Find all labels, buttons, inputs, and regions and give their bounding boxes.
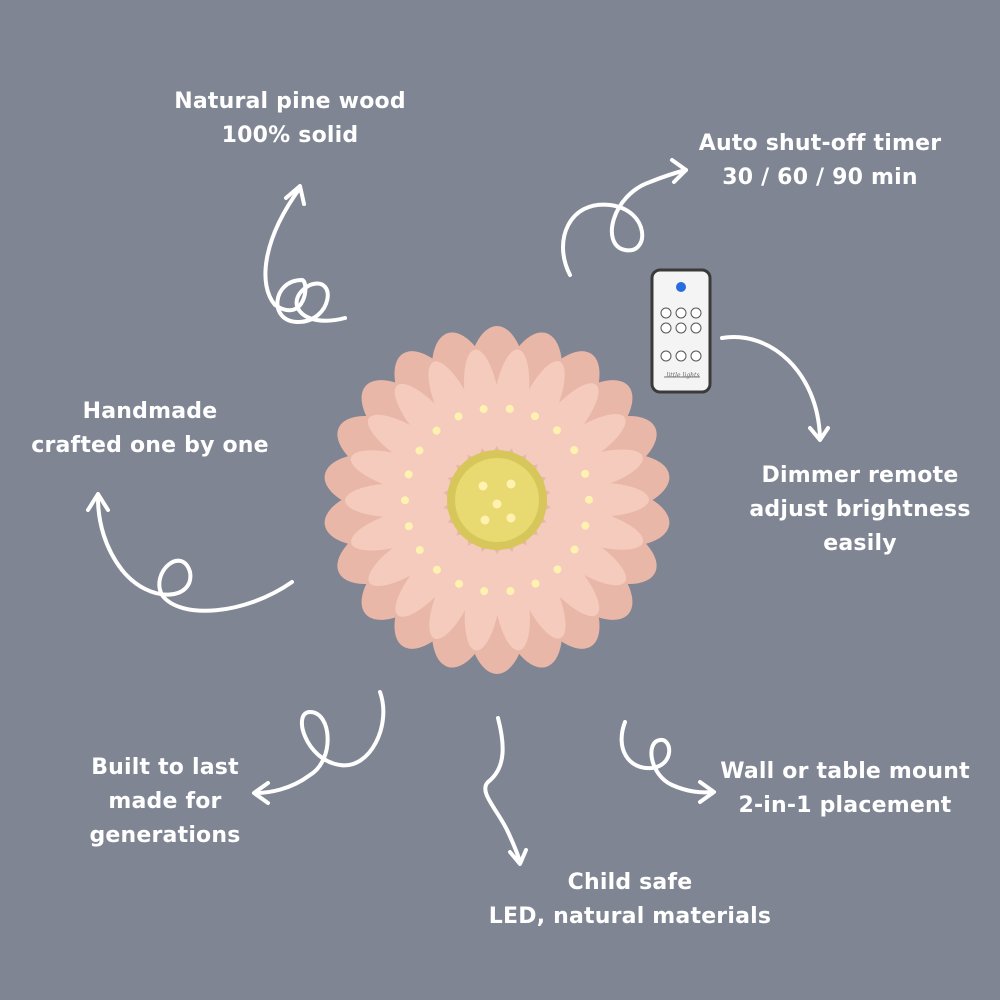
led-bulb bbox=[505, 404, 514, 413]
power-icon bbox=[676, 282, 686, 292]
petal-groove bbox=[429, 543, 483, 639]
led-bulb bbox=[581, 469, 590, 478]
led-bulb bbox=[432, 426, 441, 435]
petal-groove bbox=[512, 543, 566, 639]
feature-wood-line1: Natural pine wood bbox=[174, 89, 406, 114]
curly-arrow-icon bbox=[263, 184, 347, 324]
petal-groove bbox=[493, 547, 530, 651]
petal-groove bbox=[511, 361, 565, 457]
petal-groove bbox=[350, 450, 452, 494]
curly-arrow-icon bbox=[619, 720, 716, 804]
led-bulb bbox=[480, 515, 490, 525]
curly-arrow-icon bbox=[561, 158, 688, 277]
led-bulb bbox=[454, 412, 463, 421]
led-bulb bbox=[531, 579, 540, 588]
petal-groove bbox=[542, 506, 644, 550]
petal-groove bbox=[536, 522, 627, 586]
feature-timer-line1: Auto shut-off timer bbox=[698, 131, 942, 156]
feature-built-line3: generations bbox=[89, 823, 241, 848]
petal-groove bbox=[351, 506, 452, 551]
petal-groove bbox=[368, 522, 458, 586]
petal-groove bbox=[428, 361, 482, 457]
led-bulb bbox=[404, 522, 413, 531]
daisy-lamp-product bbox=[324, 326, 670, 674]
feature-safe-line1: Child safe bbox=[567, 870, 693, 895]
led-bulb bbox=[415, 446, 424, 455]
led-bulb bbox=[506, 513, 516, 523]
led-bulb bbox=[478, 481, 488, 491]
led-bulb bbox=[480, 587, 489, 596]
feature-built-line2: made for bbox=[108, 789, 222, 814]
petal-groove bbox=[464, 349, 501, 453]
feature-safe-line2: LED, natural materials bbox=[488, 904, 772, 929]
led-bulb bbox=[506, 479, 516, 489]
led-bulb bbox=[455, 579, 464, 588]
feature-wood-line2: 100% solid bbox=[221, 123, 359, 148]
led-bulb bbox=[479, 404, 488, 413]
led-bulb bbox=[570, 446, 579, 455]
led-bulb bbox=[401, 496, 410, 505]
curly-arrow-icon bbox=[483, 716, 528, 866]
remote-brand: little lights bbox=[666, 372, 700, 379]
curly-arrow-icon bbox=[252, 690, 386, 805]
led-bulb bbox=[404, 470, 413, 479]
feature-handmade-line2: crafted one by one bbox=[31, 433, 269, 458]
petal-groove bbox=[394, 383, 468, 466]
petal-groove bbox=[536, 414, 626, 478]
petal-groove bbox=[542, 449, 643, 494]
feature-dimmer-line1: Dimmer remote bbox=[761, 463, 959, 488]
feature-mount: Wall or table mount 2-in-1 placement bbox=[705, 755, 985, 823]
led-bulb bbox=[553, 426, 562, 435]
led-bulb bbox=[553, 565, 562, 574]
feature-built-line1: Built to last bbox=[91, 755, 239, 780]
feature-dimmer-line3: easily bbox=[823, 531, 897, 556]
curly-arrow-icon bbox=[86, 492, 294, 613]
feature-built: Built to last made for generations bbox=[65, 751, 265, 853]
remote-control-product bbox=[650, 268, 712, 394]
led-bulb bbox=[432, 565, 441, 574]
feature-dimmer: Dimmer remote adjust brightness easily bbox=[730, 459, 990, 561]
feature-timer: Auto shut-off timer 30 / 60 / 90 min bbox=[680, 127, 960, 195]
led-bulb bbox=[581, 521, 590, 530]
feature-safe: Child safe LED, natural materials bbox=[480, 866, 780, 934]
led-bulb bbox=[506, 587, 515, 596]
petal-groove bbox=[367, 414, 458, 478]
feature-dimmer-line2: adjust brightness bbox=[749, 497, 971, 522]
curly-arrow-icon bbox=[720, 335, 830, 442]
led-bulb bbox=[530, 412, 539, 421]
petal-groove bbox=[525, 383, 599, 466]
petal-groove bbox=[395, 534, 469, 617]
feature-handmade: Handmade crafted one by one bbox=[20, 395, 280, 463]
feature-mount-line2: 2-in-1 placement bbox=[738, 793, 952, 818]
feature-handmade-line1: Handmade bbox=[82, 399, 218, 424]
led-bulb bbox=[570, 545, 579, 554]
led-bulb bbox=[492, 499, 502, 509]
led-bulb bbox=[415, 545, 424, 554]
feature-mount-line1: Wall or table mount bbox=[720, 759, 970, 784]
feature-wood: Natural pine wood 100% solid bbox=[150, 85, 430, 153]
led-bulb bbox=[584, 495, 593, 504]
petal-groove bbox=[526, 534, 600, 617]
feature-timer-line2: 30 / 60 / 90 min bbox=[722, 165, 918, 190]
